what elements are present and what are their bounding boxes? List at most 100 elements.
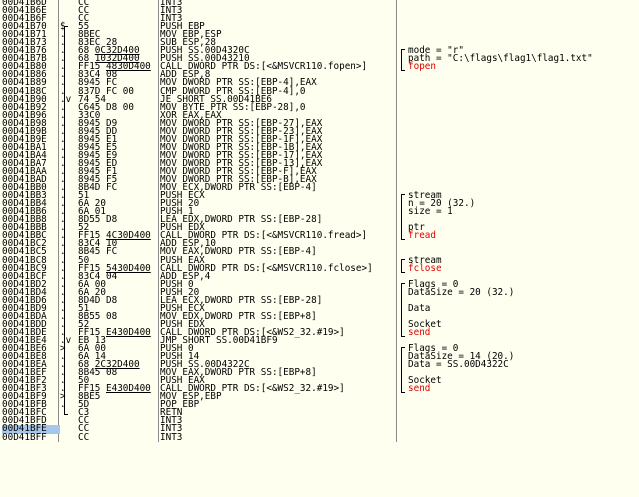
hex-dump-cell: 8B45 FC	[78, 246, 118, 258]
hex-dump-cell: FF15 5430D400	[78, 262, 151, 274]
flow-marker: .	[60, 318, 66, 330]
flow-marker: .v	[60, 334, 72, 346]
flow-marker: .	[60, 222, 66, 234]
flow-marker: .	[60, 214, 66, 226]
address-cell: 00D41BD2	[2, 278, 47, 290]
flow-marker: .	[60, 141, 66, 153]
flow-marker: .	[60, 125, 66, 137]
flow-marker: .	[60, 182, 66, 194]
hex-dump-cell: 6A 00	[78, 278, 106, 290]
address-cell: 00D41BAD	[2, 174, 47, 186]
comment-cell: fread	[408, 230, 436, 242]
hex-dump-cell: 8D4D D8	[78, 294, 118, 306]
hex-dump-cell: 33C0	[78, 109, 101, 121]
instruction-cell: INT3	[160, 431, 183, 443]
address-cell: 00D41BFD	[2, 415, 47, 427]
instruction-cell: CALL DWORD PTR DS:[<&MSVCR110.fread>]	[160, 230, 368, 242]
instruction-cell: INT3	[160, 415, 183, 427]
hex-dump-cell: 8B4D FC	[78, 182, 118, 194]
address-cell: 00D41BD9	[2, 302, 47, 314]
hex-dump-cell: 8BE5	[78, 391, 101, 403]
instruction-cell: PUSH ECX	[160, 302, 205, 314]
address-cell: 00D41B71	[2, 29, 47, 41]
hex-dump-cell: 5D	[78, 399, 90, 411]
comment-cell: fclose	[408, 262, 442, 274]
flow-marker: .v	[60, 93, 72, 105]
address-cell: 00D41BC2	[2, 238, 47, 250]
hex-dump-cell: CC	[78, 13, 90, 25]
comment-cell: send	[408, 326, 431, 338]
comment-cell: Flags = 0	[408, 343, 459, 355]
flow-marker: >	[60, 391, 66, 403]
address-cell: 00D41B96	[2, 109, 47, 121]
hex-dump-cell: 52	[78, 222, 90, 234]
address-cell: 00D41BFB	[2, 399, 47, 411]
hex-dump-cell: FF15 E430D400	[78, 383, 151, 395]
instruction-cell: MOV DWORD PTR SS:[EBP-17],EAX	[160, 149, 323, 161]
hex-dump-cell: 8945 F1	[78, 165, 118, 177]
flow-marker: .	[60, 359, 66, 371]
call-args-bracket	[401, 282, 405, 338]
flow-marker: .	[60, 238, 66, 250]
address-cell: 00D41BEF	[2, 367, 47, 379]
flow-marker: .	[60, 206, 66, 218]
hex-dump-cell: 8945 ED	[78, 157, 118, 169]
